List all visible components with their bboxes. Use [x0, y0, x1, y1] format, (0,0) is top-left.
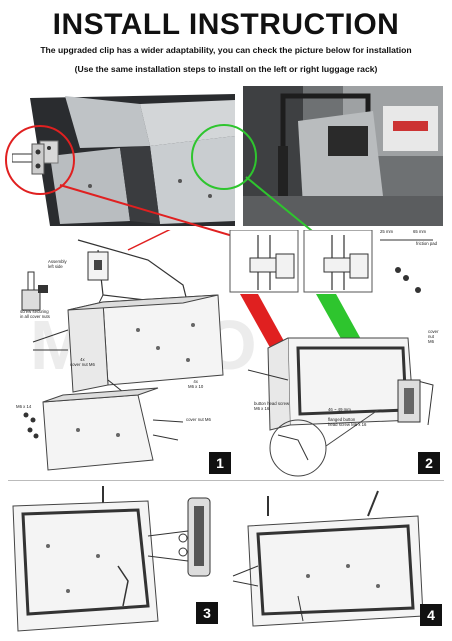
label-cover-nut-b: cover nut M6	[186, 417, 211, 422]
label-65mm: 65 mm	[413, 229, 427, 234]
label-m6x10: 4x M6 x 10	[188, 379, 204, 389]
label-cover-nut-m6: cover nut M6	[428, 329, 439, 344]
step1-number: 1	[209, 452, 231, 474]
step3-panel	[8, 486, 220, 636]
step3-number: 3	[196, 602, 218, 624]
label-flanged-screw: flanged button head screw M6 x 16	[328, 417, 367, 427]
step4-number: 4	[420, 604, 442, 626]
page-title: INSTALL INSTRUCTION	[52, 8, 400, 41]
clip-icon	[12, 143, 45, 175]
label-m6x14: M6 x 14	[16, 404, 32, 409]
label-25mm: 25 mm	[380, 229, 394, 234]
label-button-head-screw: button head screw M6 x 16	[254, 401, 290, 411]
step2-number: 2	[418, 452, 440, 474]
page-note: (Use the same installation steps to inst…	[74, 64, 378, 74]
step1-panel: Assembly left side screw securing in all…	[8, 227, 240, 478]
label-dim-range: 46 ~ 49 mm	[328, 407, 351, 412]
page-subtitle: The upgraded clip has a wider adaptabili…	[40, 45, 412, 55]
label-cover-nut-a: 4x cover nut M6	[70, 357, 95, 367]
divider	[8, 480, 444, 481]
label-screw-securing: screw securing in all cover nuts	[20, 309, 50, 319]
label-assembly: Assembly left side	[48, 259, 67, 269]
step2-panel: 25 mm 65 mm friction pad cover nut M6 bu…	[228, 229, 444, 478]
step4-panel	[228, 486, 444, 636]
label-friction-pad: friction pad	[416, 241, 438, 246]
